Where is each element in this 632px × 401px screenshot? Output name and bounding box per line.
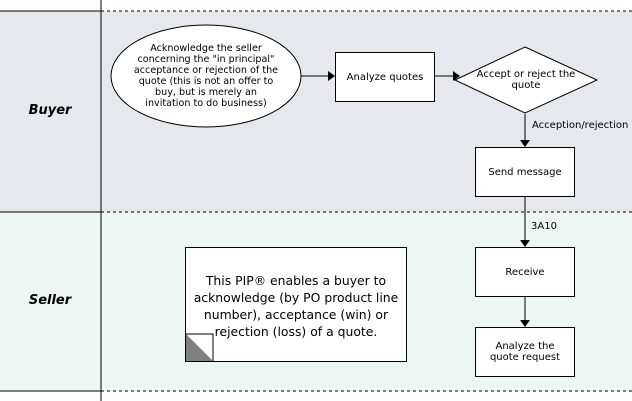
3a10-label: 3A10 (531, 221, 557, 232)
arrowhead-analyze-quotes (328, 71, 335, 81)
send-message-text: Send message (488, 166, 562, 178)
buyer-lane-label: Buyer (28, 103, 72, 118)
acknowledge-ellipse (110, 24, 302, 128)
note-corner-fold (186, 334, 213, 361)
acknowledge-text: Acknowledge the seller concerning the "i… (133, 43, 279, 109)
analyze-quotes-text: Analyze quotes (346, 71, 424, 83)
note-box (185, 247, 407, 362)
arrowhead-decision (453, 71, 460, 81)
arrowhead-receive (520, 240, 530, 247)
note-text: This PIP® enables a buyer to acknowledge… (193, 273, 399, 339)
arrowhead-analyze-request (520, 320, 530, 327)
accept-reject-text: Accept or reject the quote (476, 69, 576, 91)
arrowhead-send-message (520, 140, 530, 147)
analyze-request-box (475, 327, 575, 377)
acception-rejection-label: Acception/rejection (532, 120, 629, 131)
receive-box (475, 247, 575, 297)
accept-reject-diamond (453, 46, 599, 114)
analyze-request-text: Analyze the quote request (489, 341, 561, 363)
seller-lane-label: Seller (28, 293, 72, 308)
analyze-quotes-box (335, 52, 435, 102)
send-message-box (475, 147, 575, 197)
note-corner-outline (186, 333, 214, 361)
receive-text: Receive (505, 266, 545, 278)
